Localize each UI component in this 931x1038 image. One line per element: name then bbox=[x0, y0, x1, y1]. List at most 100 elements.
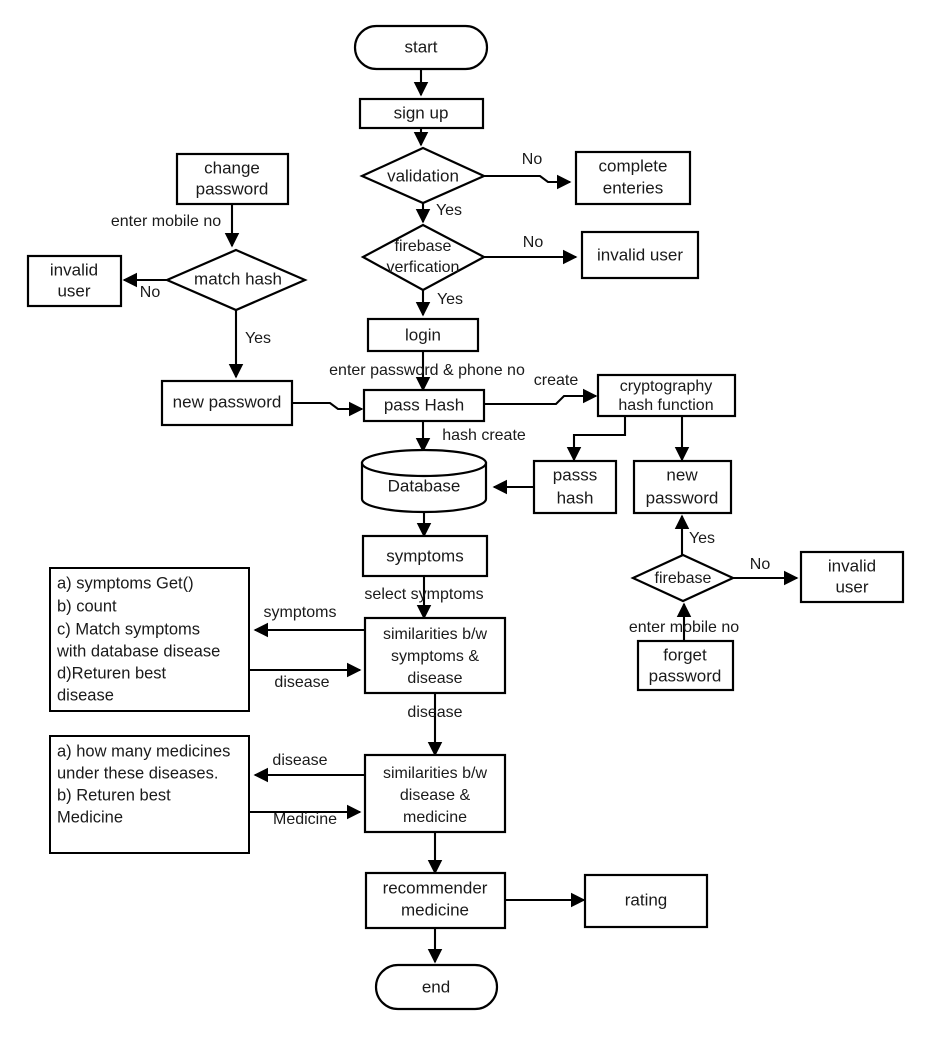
node-similarities-symptoms-disease[interactable]: similarities b/w symptoms & disease bbox=[363, 616, 507, 695]
node-symptoms-label: symptoms bbox=[386, 546, 463, 565]
node-firebase-verfication-line1: firebase bbox=[395, 238, 452, 255]
node-new-password-left[interactable]: new password bbox=[160, 379, 294, 427]
label-match-hash-no: No bbox=[140, 284, 161, 301]
node-complete-enteries-line1: complete bbox=[599, 156, 668, 175]
node-change-password[interactable]: change password bbox=[175, 152, 290, 206]
node-cryptography-hash-function[interactable]: cryptography hash function bbox=[596, 373, 737, 418]
note-symptoms-line-5: disease bbox=[57, 686, 114, 704]
node-complete-enteries[interactable]: complete enteries bbox=[574, 150, 692, 206]
node-firebase-verfication[interactable]: firebase verfication bbox=[360, 223, 487, 292]
edge-labels: No Yes No Yes enter mobile no No Yes ent… bbox=[111, 151, 770, 828]
label-forget-password-enter-mobile: enter mobile no bbox=[629, 619, 739, 636]
node-firebase[interactable]: firebase bbox=[630, 553, 736, 603]
node-invalid-user-left[interactable]: invalid user bbox=[26, 254, 123, 308]
note-medicine-box[interactable]: a) how many medicines under these diseas… bbox=[49, 735, 250, 854]
node-passs-hash-line1: passs bbox=[553, 465, 597, 484]
node-recommender-line1: recommender bbox=[383, 878, 488, 897]
node-change-password-line2: password bbox=[196, 179, 269, 198]
node-similarities1-line2: symptoms & bbox=[391, 648, 479, 665]
node-invalid-user-top-label: invalid user bbox=[597, 245, 683, 264]
edge-cryptography-to-passshash bbox=[566, 415, 627, 462]
label-hash-create: hash create bbox=[442, 427, 526, 444]
label-disease-flow: disease bbox=[407, 704, 462, 721]
label-note-symptoms-out: symptoms bbox=[264, 604, 337, 621]
label-firebase-no: No bbox=[750, 556, 771, 573]
node-validation-label: validation bbox=[387, 166, 459, 185]
node-match-hash[interactable]: match hash bbox=[164, 248, 308, 312]
connectors bbox=[122, 68, 799, 964]
note-symptoms-line-1: b) count bbox=[57, 597, 117, 615]
note-symptoms-line-3: with database disease bbox=[56, 642, 220, 660]
node-rating-label: rating bbox=[625, 890, 668, 909]
label-select-symptoms: select symptoms bbox=[364, 586, 483, 603]
label-login-enter-password: enter password & phone no bbox=[329, 362, 525, 379]
node-sign-up[interactable]: sign up bbox=[358, 97, 485, 130]
node-pass-hash[interactable]: pass Hash bbox=[362, 388, 486, 423]
node-similarities2-line3: medicine bbox=[403, 809, 467, 826]
label-firebaseverfication-yes: Yes bbox=[437, 291, 463, 308]
edge-validation-no bbox=[484, 174, 572, 190]
node-rating[interactable]: rating bbox=[583, 873, 709, 929]
node-passs-hash-line2: hash bbox=[557, 488, 594, 507]
node-forget-password-line1: forget bbox=[663, 645, 707, 664]
note-medicine-line-1: under these diseases. bbox=[57, 764, 218, 782]
note-medicine-line-2: b) Returen best bbox=[57, 786, 171, 804]
node-validation[interactable]: validation bbox=[359, 146, 487, 205]
label-match-hash-yes: Yes bbox=[245, 330, 271, 347]
node-similarities2-line1: similarities b/w bbox=[383, 765, 487, 782]
node-cryptography-line1: cryptography bbox=[620, 378, 713, 395]
node-forget-password[interactable]: forget password bbox=[636, 639, 735, 692]
node-forget-password-line2: password bbox=[649, 666, 722, 685]
label-firebaseverfication-no: No bbox=[523, 234, 544, 251]
node-cryptography-line2: hash function bbox=[618, 397, 713, 414]
node-firebase-label: firebase bbox=[655, 570, 712, 587]
node-invalid-user-right-line2: user bbox=[835, 577, 868, 596]
node-new-password-right-line2: password bbox=[646, 488, 719, 507]
label-note-disease-out: disease bbox=[272, 752, 327, 769]
note-symptoms-line-0: a) symptoms Get() bbox=[57, 574, 194, 592]
node-pass-hash-label: pass Hash bbox=[384, 395, 464, 414]
node-sign-up-label: sign up bbox=[394, 103, 449, 122]
node-recommender-line2: medicine bbox=[401, 900, 469, 919]
node-invalid-user-right-line1: invalid bbox=[828, 556, 876, 575]
node-firebase-verfication-line2: verfication bbox=[387, 259, 460, 276]
node-similarities1-line3: disease bbox=[407, 670, 462, 687]
note-medicine-line-3: Medicine bbox=[57, 808, 123, 826]
node-invalid-user-left-line1: invalid bbox=[50, 260, 98, 279]
node-invalid-user-right[interactable]: invalid user bbox=[799, 550, 905, 604]
label-note-disease-in: disease bbox=[274, 674, 329, 691]
label-validation-yes: Yes bbox=[436, 202, 462, 219]
node-end[interactable]: end bbox=[374, 963, 499, 1011]
node-passs-hash[interactable]: passs hash bbox=[532, 459, 618, 515]
node-change-password-line1: change bbox=[204, 158, 260, 177]
node-login[interactable]: login bbox=[366, 317, 480, 353]
node-start-label: start bbox=[404, 37, 437, 56]
node-new-password-right[interactable]: new password bbox=[632, 459, 733, 515]
node-match-hash-label: match hash bbox=[194, 269, 282, 288]
label-pass-hash-create: create bbox=[534, 372, 579, 389]
note-medicine-line-0: a) how many medicines bbox=[57, 742, 230, 760]
label-validation-no: No bbox=[522, 151, 543, 168]
note-symptoms-line-2: c) Match symptoms bbox=[57, 620, 200, 638]
label-note-medicine-in: Medicine bbox=[273, 811, 337, 828]
label-firebase-yes: Yes bbox=[689, 530, 715, 547]
node-similarities-disease-medicine[interactable]: similarities b/w disease & medicine bbox=[363, 753, 507, 834]
node-login-label: login bbox=[405, 325, 441, 344]
node-invalid-user-left-line2: user bbox=[57, 281, 90, 300]
edge-passhash-create bbox=[484, 388, 598, 406]
edge-newpassword-to-passhash bbox=[292, 401, 364, 417]
node-invalid-user-top[interactable]: invalid user bbox=[580, 230, 700, 280]
node-complete-enteries-line2: enteries bbox=[603, 178, 663, 197]
node-database[interactable]: Database bbox=[360, 448, 488, 514]
note-symptoms-box[interactable]: a) symptoms Get() b) count c) Match symp… bbox=[49, 567, 250, 712]
node-database-label: Database bbox=[388, 476, 461, 495]
node-new-password-right-line1: new bbox=[666, 465, 698, 484]
node-symptoms[interactable]: symptoms bbox=[361, 534, 489, 578]
note-symptoms-line-4: d)Returen best bbox=[57, 664, 167, 682]
node-recommender-medicine[interactable]: recommender medicine bbox=[364, 871, 507, 930]
node-similarities1-line1: similarities b/w bbox=[383, 626, 487, 643]
node-start[interactable]: start bbox=[353, 24, 489, 71]
node-similarities2-line2: disease & bbox=[400, 787, 471, 804]
